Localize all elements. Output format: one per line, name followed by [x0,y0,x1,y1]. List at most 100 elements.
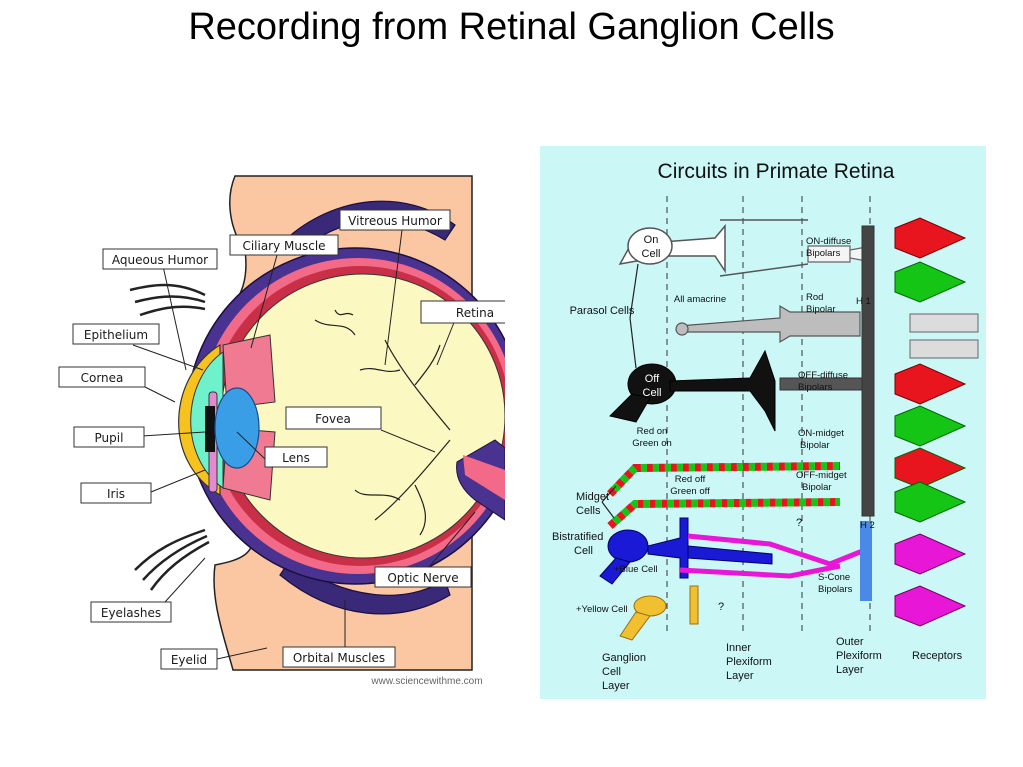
on-diffuse-label-1: ON-diffuse [806,236,851,247]
off-midget-label-1: OFF-midget [796,470,847,481]
on-midget-label-1: ON-midget [798,428,844,439]
on-diffuse-label-2: Bipolars [806,248,841,259]
rod-bipolar-label-1: Rod [806,292,823,303]
h2-label: H 2 [860,520,875,531]
inner-plexiform-label-3: Layer [726,670,754,682]
circuit-title: Circuits in Primate Retina [658,160,895,183]
bistratified-label-2: Cell [574,545,593,557]
bistratified-label-1: Bistratified [552,531,603,543]
receptors-striped-cone-1 [894,447,967,489]
retina-label: Retina [456,306,494,320]
blue-cell-label: +Blue Cell [614,564,658,575]
credit-text: www.sciencewithme.com [370,676,482,687]
on-cell-label-1: On [644,234,659,246]
eye-anatomy-diagram: Vitreous Humor Ciliary Muscle Aqueous Hu… [58,175,505,687]
off-cell [609,349,776,432]
iris-label: Iris [107,487,125,501]
off-cell-label-2: Cell [643,387,662,399]
inner-plexiform-label-1: Inner [726,642,751,654]
cornea-box [58,366,146,388]
retina-circuit-diagram: Circuits in Primate Retina On Cell Off C… [540,146,986,699]
off-diffuse-bipolar [779,225,875,517]
off-midget-label-2: Bipolar [802,482,832,493]
orbital-muscles-box [282,646,396,668]
midget-cells-label-1: Midget [576,491,609,503]
question-mark-2: ? [718,601,724,613]
parasol-cells-label: Parasol Cells [570,305,635,317]
retina-box [420,300,505,324]
orbital-muscles-label: Orbital Muscles [293,651,385,665]
lens-label: Lens [282,451,310,465]
eyelashes-label: Eyelashes [101,606,161,620]
ganglion-layer-label-1: Ganglion [602,652,646,664]
cornea-label: Cornea [81,371,124,385]
outer-plexiform-label-2: Plexiform [836,650,882,662]
receptors-green-cone-2 [894,405,967,447]
off-cell-label-1: Off [645,373,660,385]
epithelium-box [72,323,160,345]
on-midget-label-2: Bipolar [800,440,830,451]
all-amacrine-label: All amacrine [674,294,726,305]
h1-label: H 1 [856,296,871,307]
eyelid-box [160,648,218,670]
receptors-rods [909,313,979,359]
on-cell [618,219,809,277]
outer-plexiform-label-3: Layer [836,664,864,676]
vitreous-humor-box [339,209,451,231]
yellow-cell-label: +Yellow Cell [576,604,628,615]
ciliary-muscle-box [229,234,339,256]
parasol-arrows [601,263,639,519]
optic-nerve-core [463,455,505,500]
midget-pathway-on [607,462,841,497]
receptors-striped-cone-2 [894,481,967,523]
rod-bipolar-pathway [675,304,861,344]
outer-plexiform-label-1: Outer [836,636,864,648]
s-cone-bipolar [679,533,871,579]
optic-nerve-box [374,566,472,588]
orbital-muscle-bottom [279,559,451,615]
on-cell-label-2: Cell [642,248,661,260]
upper-eyelashes [129,283,206,317]
aqueous-humor-box [102,248,218,270]
off-diffuse-label-1: OFF-diffuse [798,370,848,381]
bistratified-cell [599,517,773,585]
h2-horizontal-cell [860,521,872,601]
pupil-label: Pupil [95,431,124,445]
receptors-green-cone-1 [894,261,967,303]
off-diffuse-label-2: Bipolars [798,382,833,393]
fovea-box [285,406,382,430]
receptors-magenta-cone-2 [894,585,967,627]
rod-bipolar-label-2: Bipolar [806,304,836,315]
lens-box [264,446,328,468]
lens [214,387,260,469]
receptors-label: Receptors [912,650,963,662]
aqueous-humor-label: Aqueous Humor [112,253,208,267]
optic-nerve-label: Optic Nerve [387,571,458,585]
vitreous-humor-label: Vitreous Humor [348,214,442,228]
receptors-red-cone-2 [894,363,967,405]
ganglion-layer-label-3: Layer [602,680,630,692]
iris-box [80,482,152,504]
red-on-label-2: Green on [632,438,672,449]
red-on-label-1: Red on [637,426,668,437]
leader-lines [132,229,476,660]
red-off-label-2: Green off [670,486,710,497]
inner-plexiform-label-2: Plexiform [726,656,772,668]
slide-title: Recording from Retinal Ganglion Cells [188,6,835,48]
eyelid-label: Eyelid [171,653,207,667]
eyelashes-box [90,601,172,623]
s-cone-label-1: S-Cone [818,572,850,583]
receptors-magenta-cone-1 [894,533,967,575]
midget-cells-label-2: Cells [576,505,601,517]
ganglion-layer-label-2: Cell [602,666,621,678]
yellow-cell [619,585,699,641]
epithelium-label: Epithelium [84,328,148,342]
fovea-label: Fovea [315,412,351,426]
lower-eyelashes [134,528,210,591]
pupil [205,406,215,452]
red-off-label-1: Red off [675,474,706,485]
s-cone-label-2: Bipolars [818,584,853,595]
ciliary-muscle-label: Ciliary Muscle [242,239,325,253]
receptors-red-cone-1 [894,217,967,259]
pupil-box [73,426,145,448]
